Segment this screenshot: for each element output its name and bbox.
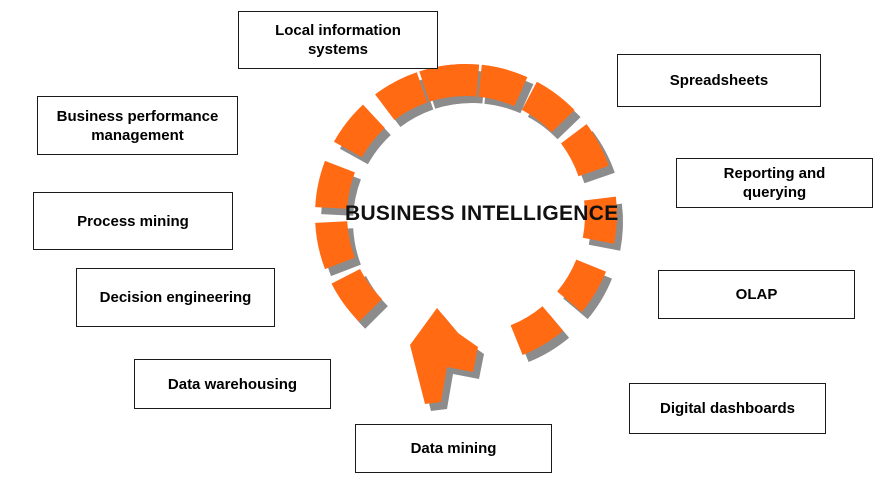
- node-local-information-systems: Local information systems: [238, 11, 438, 69]
- ring-segment: [521, 81, 575, 133]
- ring-segment: [315, 160, 355, 209]
- ring-segment: [561, 124, 609, 177]
- node-label: Reporting and querying: [723, 165, 826, 201]
- node-data-warehousing: Data warehousing: [134, 359, 331, 409]
- ring-segment: [510, 306, 564, 355]
- node-label: Decision engineering: [99, 289, 252, 306]
- node-decision-engineering: Decision engineering: [76, 268, 275, 327]
- ring-segment: [478, 64, 528, 107]
- node-label: Process mining: [77, 212, 189, 230]
- node-spreadsheets: Spreadsheets: [617, 54, 821, 107]
- node-label: Data mining: [410, 440, 497, 457]
- node-business-performance-management: Business performance management: [37, 96, 238, 155]
- ring-segment: [375, 72, 428, 120]
- center-title: BUSINESS INTELLIGENCE: [345, 202, 619, 225]
- node-label: Business performance management: [56, 107, 219, 144]
- node-digital-dashboards: Digital dashboards: [629, 383, 826, 434]
- node-label: Spreadsheets: [669, 72, 769, 89]
- ring-segment: [582, 196, 618, 244]
- ring-segment: [432, 64, 480, 99]
- node-label: Local information systems: [275, 22, 401, 58]
- node-olap: OLAP: [658, 270, 855, 319]
- node-label: OLAP: [735, 286, 778, 303]
- node-label: Data warehousing: [167, 375, 298, 393]
- node-label: Digital dashboards: [659, 400, 796, 417]
- ring-segment: [557, 259, 606, 313]
- node-process-mining: Process mining: [33, 192, 233, 250]
- ring-segment: [331, 269, 382, 322]
- ring-segment: [315, 221, 355, 270]
- node-reporting-and-querying: Reporting and querying: [676, 158, 873, 208]
- ring-segment: [333, 104, 385, 158]
- node-data-mining: Data mining: [355, 424, 552, 473]
- ring-arrowhead: [410, 308, 478, 404]
